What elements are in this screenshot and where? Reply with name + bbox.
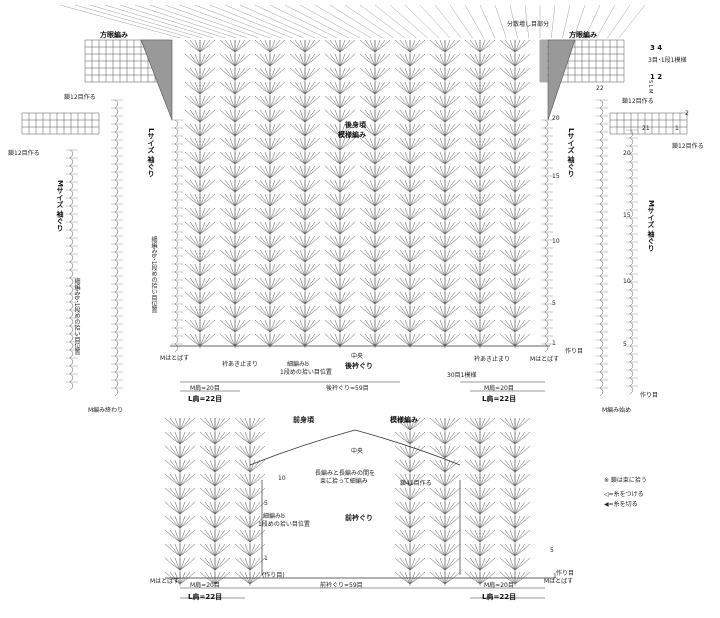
label-l-shoulder-fr: L肩=22目 — [482, 593, 517, 601]
label-eri-tomari-right: 衿あき止まり — [474, 356, 511, 363]
label-l-shoulder-r: L肩=22目 — [482, 395, 517, 403]
label-tsukuri-me-right: 作り目 — [640, 392, 659, 399]
label-ushiro-eri-count: 後衿ぐり=59目 — [326, 385, 369, 392]
label-saisho-a: 細編みb — [287, 361, 309, 368]
label-l-shoulder-fl: L肩=22目 — [188, 593, 223, 601]
label-hougan-right: 方眼編み — [569, 31, 597, 39]
label-m-tobasu-front-r: Mはとばす — [544, 578, 574, 585]
label-mae-eri: 前衿ぐり — [345, 514, 373, 522]
label-hougan-left: 方眼編み — [100, 31, 128, 39]
row-number: 2 — [685, 110, 689, 117]
legend-1: ※ 鎖は束に拾う — [604, 477, 647, 484]
label-nagaami-a: 長編みと長編みの間を — [315, 470, 376, 477]
label-l-sode-left: Lサイズ 袖ぐり — [147, 128, 155, 177]
label-amime12-l1: 鎖12目作る — [64, 94, 96, 101]
label-row-12: 1 2 — [650, 73, 663, 81]
row-number: 22 — [596, 85, 604, 92]
label-mae-migoro: 前身頃 — [293, 416, 314, 424]
label-mae-eri-count: 前衿ぐり=59目 — [320, 582, 363, 589]
label-saisho-front-b: 1段めの拾い目位置 — [258, 521, 310, 528]
label-m-tobasu-front: Mはとばす — [150, 578, 180, 585]
row-number: 1 — [264, 555, 268, 562]
label-ushiro-migoro: 後身頃 — [345, 121, 366, 129]
label-m-shoulder-fr: M肩=20目 — [484, 582, 514, 589]
label-tsukuri-me-back: 作り目 — [565, 348, 584, 355]
legend-3: ◀=糸を切る — [604, 501, 638, 508]
label-amime12-r2: 鎖12目作る — [672, 143, 704, 150]
label-saisho-front-a: 細編みb — [263, 513, 285, 520]
row-number: 15 — [552, 173, 560, 180]
row-number: 21 — [642, 125, 650, 132]
label-m-shoulder-l: M肩=20目 — [190, 385, 220, 392]
label-bunsu-mashi: 分散増し目部分 — [507, 21, 550, 28]
label-hiroi-41: 鎖41目作る — [400, 480, 432, 487]
label-tsukuri-front-r: 作り目 — [556, 570, 575, 577]
row-number: 1 — [552, 340, 556, 347]
label-moyou-30: 30目1模様 — [447, 372, 477, 379]
label-m-tobasu-back-r: Mはとばす — [530, 356, 560, 363]
row-number: 5 — [552, 300, 556, 307]
label-hikinuki-note-m: 細編みb･1段めの拾い目位置 — [73, 278, 80, 355]
label-tsukuri-front: (作り目) — [262, 572, 285, 579]
label-eri-tomari-left: 衿あき止まり — [222, 361, 259, 368]
row-number: 15 — [623, 212, 631, 219]
label-ushiro-eri: 後衿ぐり — [345, 362, 373, 370]
row-number: 1 — [675, 125, 679, 132]
label-m-shoulder-r: M肩=20目 — [484, 385, 514, 392]
legend-2: ◁=糸をつける — [604, 491, 644, 498]
row-number: 20 — [623, 150, 631, 157]
label-row-3-1: 3目･1段1模様 — [648, 57, 687, 64]
row-number: 10 — [278, 475, 286, 482]
label-moyou-ami-front: 模様編み — [390, 416, 418, 424]
label-chuo-back: 中央 — [351, 353, 364, 360]
label-amime12-r1: 鎖12目作る — [622, 98, 654, 105]
row-number: 1 — [553, 573, 557, 580]
row-number: 10 — [552, 238, 560, 245]
label-m-sode-right: Mサイズ 袖ぐり — [647, 200, 655, 252]
label-l-shoulder-l: L肩=22目 — [188, 395, 223, 403]
label-m-sode-left: Mサイズ 袖ぐり — [56, 180, 64, 232]
row-number: 5 — [550, 547, 554, 554]
label-saisho-b: 1段めの拾い目位置 — [280, 369, 332, 376]
row-number: 20 — [552, 115, 560, 122]
label-moyou-ami: 模様編み — [338, 131, 366, 139]
label-chuo-front: 中央 — [351, 448, 364, 455]
label-m-ami-owari: M編み終わり — [88, 407, 124, 414]
label-amime12-l2: 鎖12目作る — [8, 150, 40, 157]
label-l-sode-right: Lサイズ 袖ぐり — [567, 128, 575, 177]
label-m-shoulder-fl: M肩=20目 — [190, 582, 220, 589]
row-number: 10 — [623, 278, 631, 285]
label-m-tobasu-back: Mはとばす — [160, 355, 190, 362]
label-size-sep: S L M — [647, 80, 653, 94]
row-number: 5 — [623, 341, 627, 348]
label-nagaami-b: 束に拾って細編み — [320, 478, 368, 485]
row-number: 5 — [264, 500, 268, 507]
label-hikinuki-note: 細編みb･1段めの拾い目位置 — [150, 236, 157, 313]
label-m-ami-hajime: M編み始め — [602, 407, 632, 414]
label-row-34: 3 4 — [650, 44, 663, 52]
